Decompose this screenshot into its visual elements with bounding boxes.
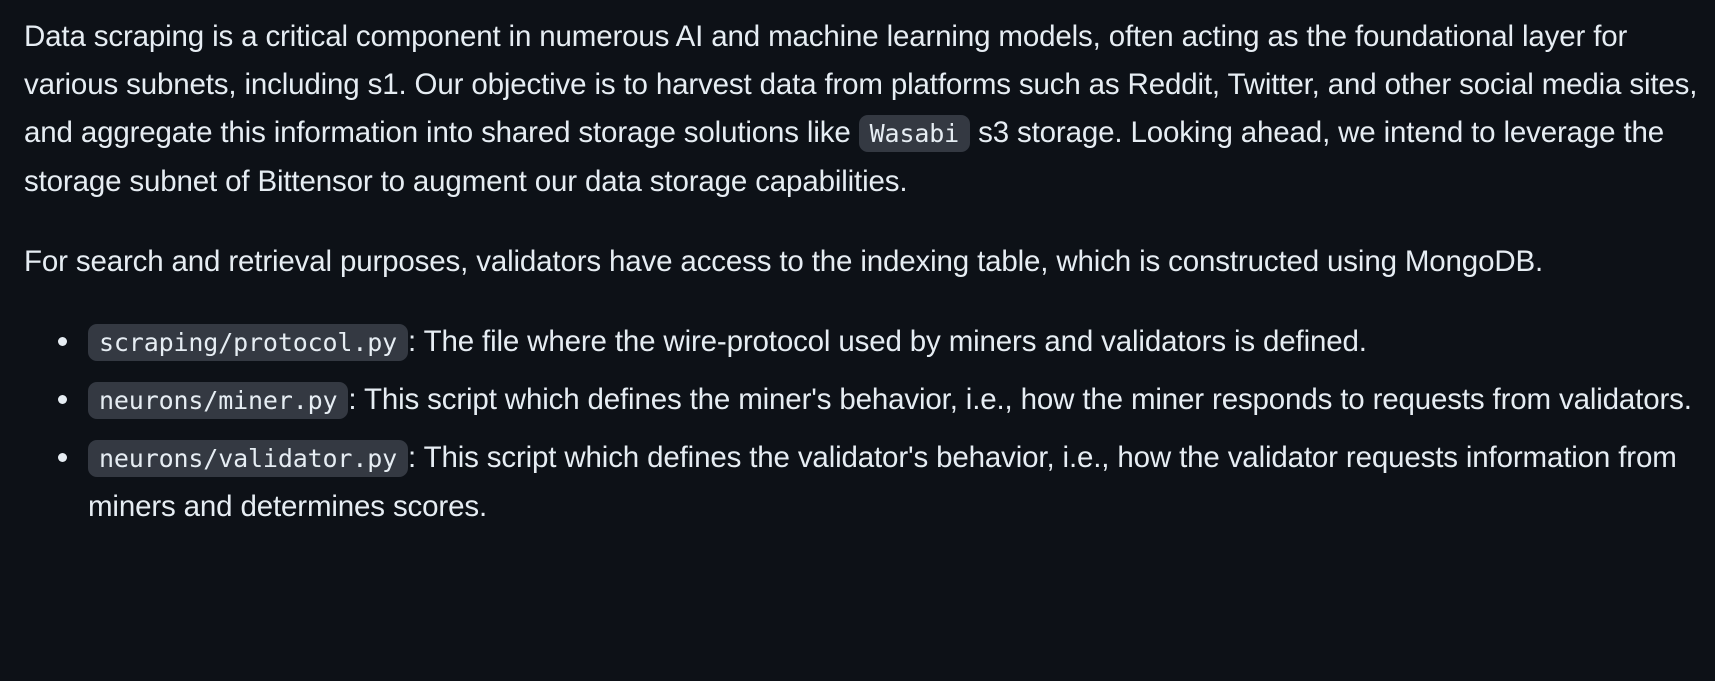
list-item-description: : This script which defines the validato…	[88, 441, 1677, 523]
file-list: scraping/protocol.py: The file where the…	[24, 318, 1704, 531]
list-item-description: : This script which defines the miner's …	[348, 383, 1692, 416]
readme-content: Data scraping is a critical component in…	[24, 13, 1704, 540]
inline-code-wasabi: Wasabi	[858, 115, 971, 152]
inline-code-protocol-file: scraping/protocol.py	[88, 324, 409, 361]
intro-text-part-2: s3 storage. Looking ahead, we intend to …	[24, 116, 1665, 198]
list-item-miner: neurons/miner.py: This script which defi…	[58, 376, 1704, 425]
list-item-protocol: scraping/protocol.py: The file where the…	[58, 318, 1704, 367]
list-item-validator: neurons/validator.py: This script which …	[58, 434, 1704, 531]
search-retrieval-paragraph: For search and retrieval purposes, valid…	[24, 245, 1544, 278]
inline-code-validator-file: neurons/validator.py	[88, 440, 409, 477]
bullet-icon	[58, 395, 67, 404]
intro-text-part-1: Data scraping is a critical component in…	[24, 20, 1698, 149]
inline-code-miner-file: neurons/miner.py	[88, 382, 349, 419]
bullet-icon	[58, 453, 67, 462]
intro-paragraph: Data scraping is a critical component in…	[24, 13, 1704, 206]
bullet-icon	[58, 337, 67, 346]
list-item-description: : The file where the wire-protocol used …	[408, 325, 1367, 358]
